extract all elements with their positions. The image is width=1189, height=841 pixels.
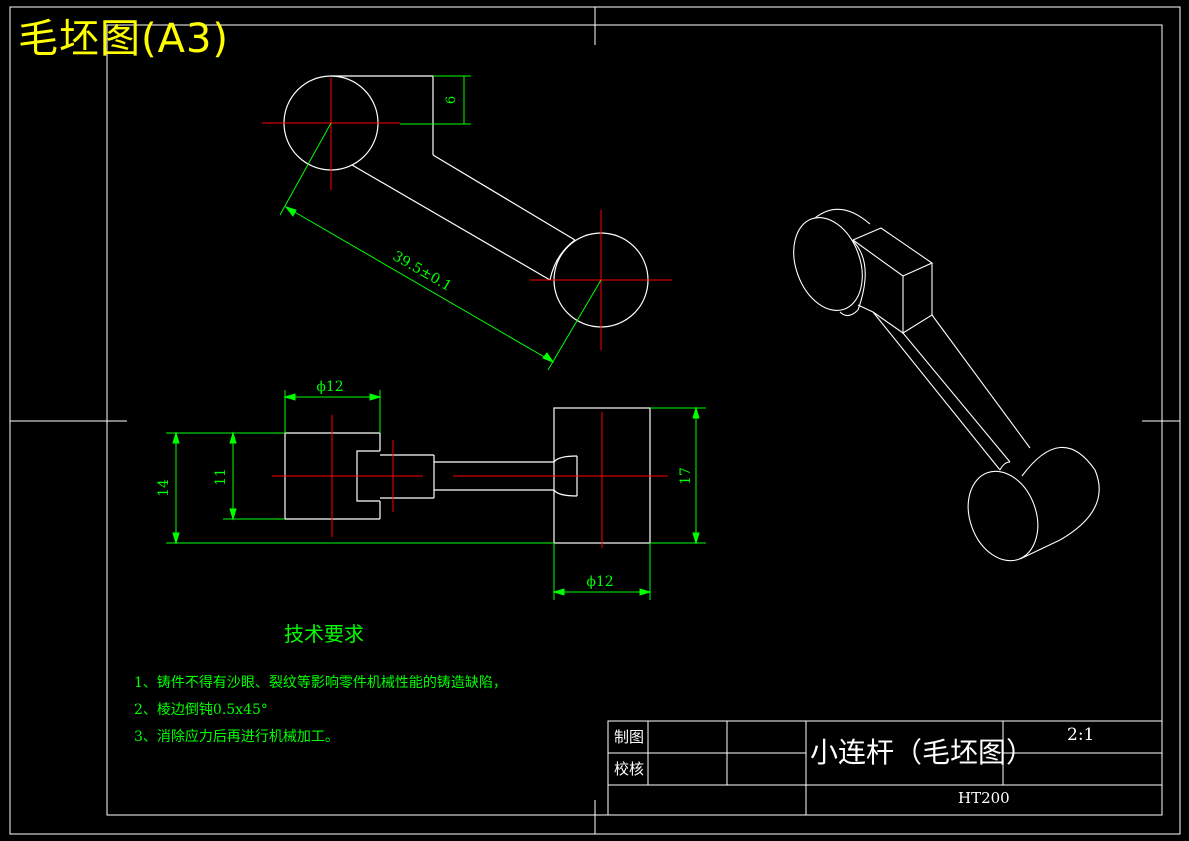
material: HT200	[958, 789, 1010, 807]
tech-requirement-3: 3、消除应力后再进行机械加工。	[134, 729, 339, 745]
front-view-centerlines	[272, 412, 668, 548]
tech-requirement-1: 1、铸件不得有沙眼、裂纹等影响零件机械性能的铸造缺陷，	[134, 675, 507, 691]
dim-height-17: 17	[678, 467, 694, 485]
rod-lower-edge	[351, 164, 551, 281]
part-name: 小连杆（毛坯图）	[810, 736, 1035, 769]
rod-upper-edge	[432, 154, 576, 241]
tech-requirement-2: 2、棱边倒钝0.5x45°	[134, 702, 268, 718]
drawn-by-label: 制图	[614, 728, 645, 746]
front-view: ϕ12 14 11 17 ϕ12	[156, 379, 706, 600]
fillet	[549, 239, 576, 281]
inner-border	[106, 24, 1163, 816]
top-view-dimensions	[279, 75, 602, 371]
dim-height-14: 14	[156, 479, 172, 497]
top-view-outline	[283, 75, 649, 328]
top-view: 6 39.5±0.1	[262, 75, 672, 371]
dim-offset-6: 6	[444, 96, 459, 104]
dim-dia-left: ϕ12	[316, 379, 343, 395]
dim-center-distance: 39.5±0.1	[390, 248, 454, 294]
checked-by-label: 校核	[614, 760, 645, 778]
tech-requirements-title: 技术要求	[284, 622, 364, 646]
front-view-dimensions	[166, 390, 706, 600]
dim-height-11: 11	[213, 468, 229, 486]
dim-dia-right: ϕ12	[586, 574, 613, 590]
scale: 2:1	[1067, 725, 1095, 745]
title-block	[607, 720, 1163, 816]
sheet-title: 毛坯图(A3)	[18, 16, 230, 62]
top-view-centerlines	[262, 78, 672, 350]
isometric-view	[793, 208, 1100, 562]
